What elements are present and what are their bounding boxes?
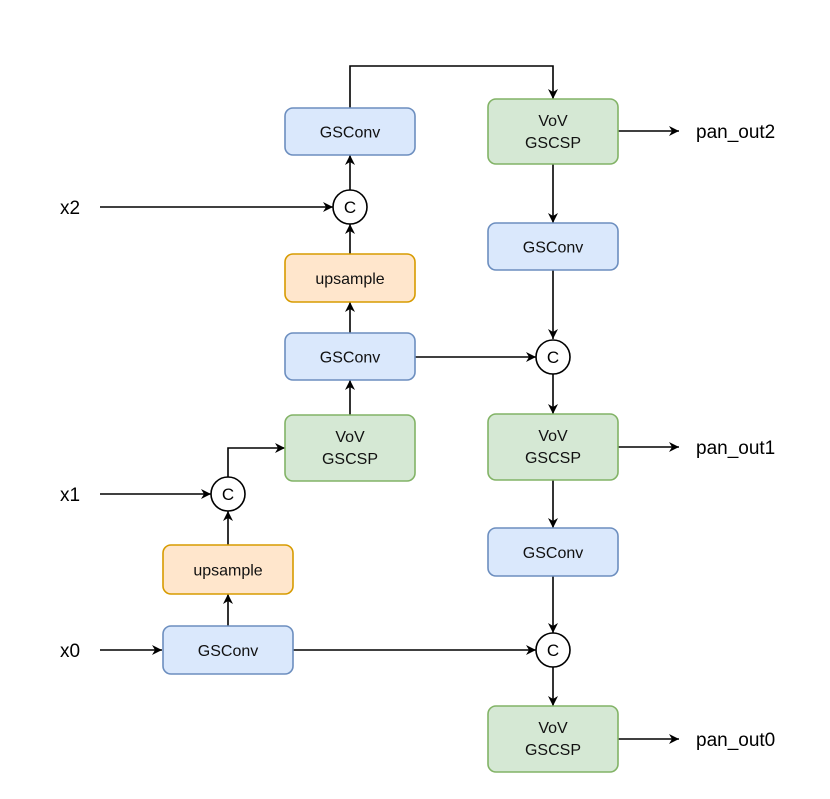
concat-label: C xyxy=(222,485,234,504)
node-label: upsample xyxy=(193,563,262,580)
edges xyxy=(100,65,679,744)
node-label: GSConv xyxy=(320,350,380,367)
input-label-x0: x0 xyxy=(60,641,80,662)
gsconv-node-right-mid: GSConv xyxy=(487,527,619,577)
gsconv-node-right-top: GSConv xyxy=(487,222,619,271)
edge-concat-1-to-vov-left xyxy=(227,443,285,477)
node-label: upsample xyxy=(315,271,384,288)
node-label: GSConv xyxy=(523,240,583,257)
vov-gscsp-node-right-bottom: VoV GSCSP xyxy=(487,705,619,773)
node-label-line1: VoV xyxy=(538,720,568,737)
concat-node-3: C xyxy=(535,339,571,375)
gsconv-node-left-mid: GSConv xyxy=(284,332,416,381)
node-label-line2: GSCSP xyxy=(525,135,581,152)
concat-node-4: C xyxy=(535,632,571,668)
gsconv-node-left-top: GSConv xyxy=(284,107,416,156)
concat-label: C xyxy=(344,198,356,217)
concat-node-2: C xyxy=(332,189,368,225)
node-label: GSConv xyxy=(523,545,583,562)
node-label-line2: GSCSP xyxy=(322,451,378,468)
node-label-line2: GSCSP xyxy=(525,742,581,759)
vov-gscsp-node-right-mid: VoV GSCSP xyxy=(487,413,619,481)
output-label-pan-out1: pan_out1 xyxy=(696,438,775,459)
input-label-x2: x2 xyxy=(60,198,80,219)
node-label: GSConv xyxy=(320,125,380,142)
concat-label: C xyxy=(547,641,559,660)
concat-node-1: C xyxy=(210,476,246,512)
node-label-line1: VoV xyxy=(538,113,568,130)
node-label-line2: GSCSP xyxy=(525,450,581,467)
node-label-line1: VoV xyxy=(335,429,365,446)
output-label-pan-out0: pan_out0 xyxy=(696,730,775,751)
vov-gscsp-node-right-top: VoV GSCSP xyxy=(487,98,619,165)
input-label-x1: x1 xyxy=(60,485,80,506)
vov-gscsp-node-left: VoV GSCSP xyxy=(284,414,416,482)
edge-gsconv-top-to-vov-right-top xyxy=(349,65,558,108)
upsample-node-left-top: upsample xyxy=(284,253,416,303)
gsconv-node-left-bottom: GSConv xyxy=(162,625,294,675)
output-label-pan-out2: pan_out2 xyxy=(696,122,775,143)
concat-label: C xyxy=(547,348,559,367)
node-label: GSConv xyxy=(198,643,258,660)
node-label-line1: VoV xyxy=(538,428,568,445)
upsample-node-left-bottom: upsample xyxy=(162,544,294,595)
